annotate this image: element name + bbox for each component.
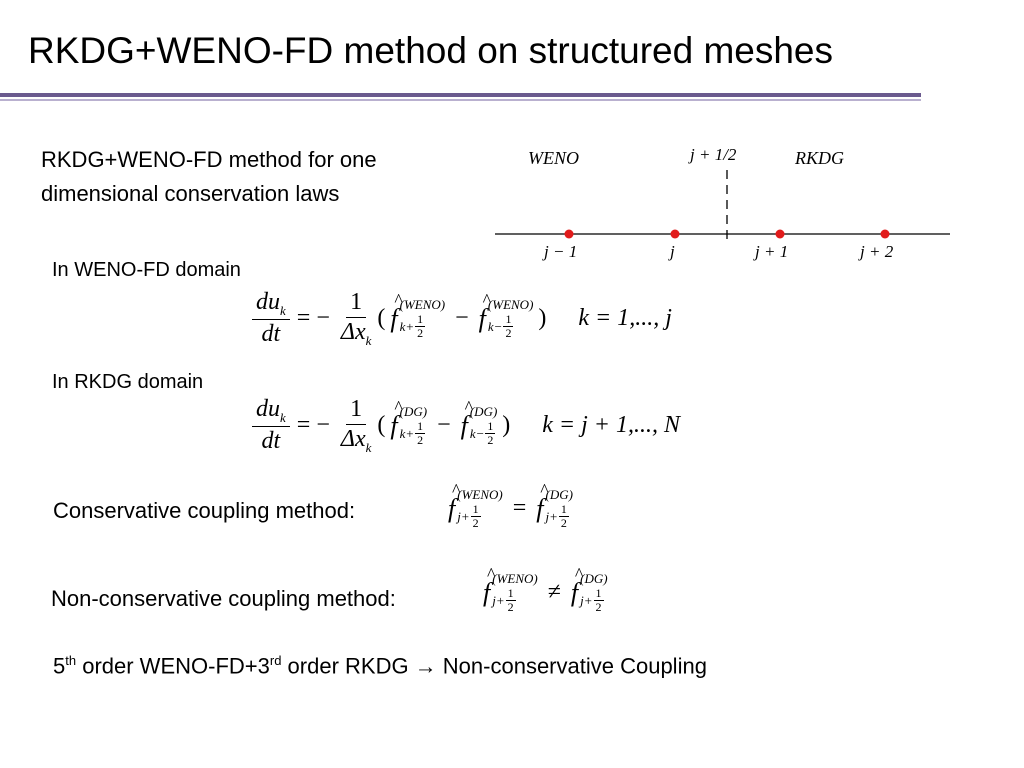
interface-label: j + 1/2 xyxy=(688,145,737,164)
title-underline-light xyxy=(0,99,921,101)
point-label-j: j xyxy=(668,242,675,261)
mesh-point-j xyxy=(670,229,680,239)
conservative-coupling-label: Conservative coupling method: xyxy=(53,498,356,523)
rkdg-domain-label: In RKDG domain xyxy=(52,371,204,393)
point-label-j-plus-1: j + 1 xyxy=(753,242,788,261)
rkdg-range: k = j + 1,..., N xyxy=(542,412,680,439)
mesh-diagram: WENO RKDG j + 1/2 j − 1 j j + 1 j + 2 xyxy=(495,145,950,261)
weno-domain-label: In WENO-FD domain xyxy=(52,259,241,281)
title-underline xyxy=(0,93,921,97)
slide-title: RKDG+WENO-FD method on structured meshes xyxy=(28,30,834,71)
non-conservative-coupling-equation: f(WENO)j+12 ≠ f(DG)j+12 xyxy=(480,565,611,613)
weno-range: k = 1,..., j xyxy=(578,305,672,332)
non-conservative-coupling-label: Non-conservative coupling method: xyxy=(51,586,396,611)
conservative-coupling-equation: f(WENO)j+12 = f(DG)j+12 xyxy=(445,481,576,529)
rkdg-region-label: RKDG xyxy=(794,148,844,168)
intro-line-1: RKDG+WENO-FD method for one xyxy=(41,147,377,172)
point-label-j-minus-1: j − 1 xyxy=(542,242,577,261)
intro-line-2: dimensional conservation laws xyxy=(41,181,340,206)
mesh-point-j-minus-1 xyxy=(564,229,574,239)
point-label-j-plus-2: j + 2 xyxy=(858,242,894,261)
weno-region-label: WENO xyxy=(528,148,579,168)
order-coupling-note: 5th order WENO-FD+3rd order RKDG → Non-c… xyxy=(53,653,707,679)
mesh-point-j-plus-2 xyxy=(880,229,890,239)
mesh-point-j-plus-1 xyxy=(775,229,785,239)
